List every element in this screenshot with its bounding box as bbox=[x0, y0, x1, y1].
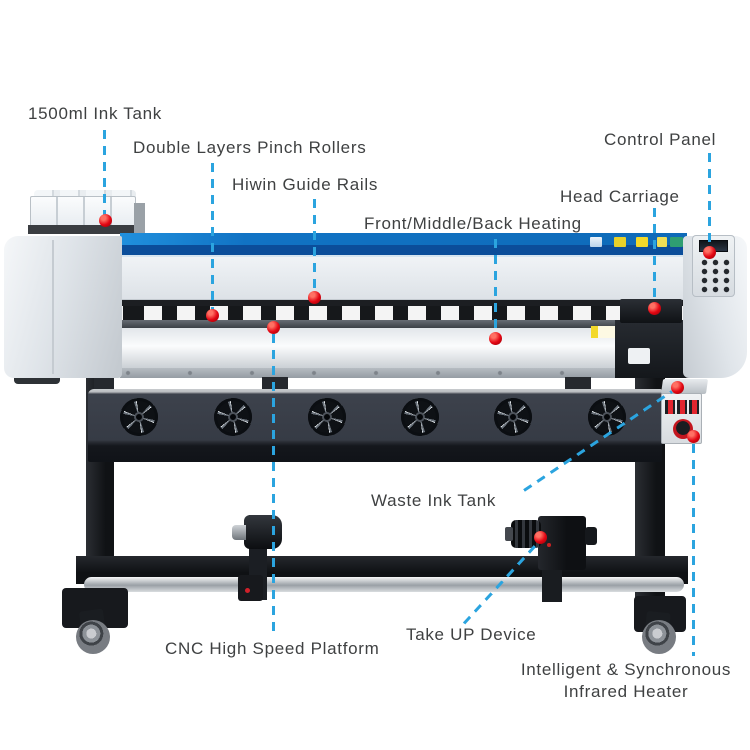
ink-tank-side-block bbox=[134, 203, 145, 233]
printer-body bbox=[120, 233, 687, 378]
roll-holder-cone bbox=[244, 515, 282, 549]
front-cover bbox=[120, 257, 687, 300]
leader-line-head-carriage bbox=[653, 208, 656, 303]
cooling-fan bbox=[120, 398, 158, 436]
leader-line-pinch-rollers bbox=[211, 163, 214, 310]
fan-hub bbox=[228, 412, 238, 422]
blue-bottom-strip bbox=[120, 245, 687, 255]
leader-line-ink-tank bbox=[103, 130, 106, 215]
warning-sticker bbox=[614, 237, 626, 247]
fan-hub bbox=[322, 412, 332, 422]
heater-switches bbox=[665, 400, 700, 414]
label-infrared-heater-line1: Intelligent & Synchronous bbox=[520, 660, 732, 679]
ink-tank-base bbox=[28, 225, 144, 234]
pinch-roller-row bbox=[120, 306, 687, 320]
control-panel bbox=[692, 235, 735, 297]
roll-holder-tip bbox=[232, 525, 246, 540]
leader-line-control-panel bbox=[708, 153, 711, 247]
strip-edge-highlight bbox=[120, 255, 687, 257]
take-up-spindle-tip bbox=[505, 527, 513, 541]
marker-dot-infrared-heater bbox=[687, 430, 700, 443]
leader-line-guide-rails bbox=[313, 199, 316, 292]
take-up-led bbox=[547, 543, 551, 547]
marker-dot-control-panel bbox=[703, 246, 716, 259]
warning-sticker bbox=[657, 237, 667, 247]
guide-rail-bar bbox=[120, 300, 687, 306]
label-ink-tank: 1500ml Ink Tank bbox=[28, 104, 162, 123]
label-guide-rails: Hiwin Guide Rails bbox=[232, 175, 379, 194]
label-waste-ink-tank: Waste Ink Tank bbox=[371, 491, 497, 510]
label-control-panel: Control Panel bbox=[604, 130, 717, 149]
blue-top-strip bbox=[120, 233, 687, 245]
sensor-bracket bbox=[628, 348, 650, 364]
panel-seam bbox=[52, 240, 54, 374]
label-infrared-heater: Intelligent & Synchronous Infrared Heate… bbox=[498, 659, 750, 703]
leader-line-heating bbox=[494, 239, 497, 333]
caster-wheel-left bbox=[76, 620, 110, 654]
take-up-knob bbox=[585, 527, 597, 545]
label-head-carriage: Head Carriage bbox=[560, 187, 680, 206]
roll-holder-led bbox=[245, 588, 250, 593]
label-infrared-heater-line2: Infrared Heater bbox=[563, 682, 689, 701]
marker-dot-pinch-rollers bbox=[206, 309, 219, 322]
fan-hub bbox=[415, 412, 425, 422]
roll-holder-clamp bbox=[238, 575, 263, 601]
marker-dot-cnc-platform bbox=[267, 321, 280, 334]
label-take-up-device: Take UP Device bbox=[406, 625, 537, 644]
cooling-fan bbox=[214, 398, 252, 436]
marker-dot-waste-ink bbox=[671, 381, 684, 394]
cooling-fan bbox=[588, 398, 626, 436]
body-foot bbox=[94, 377, 114, 390]
warning-sticker bbox=[636, 237, 648, 247]
leader-line-infrared-heater bbox=[692, 444, 695, 656]
marker-dot-head-carriage bbox=[648, 302, 661, 315]
marker-dot-heating bbox=[489, 332, 502, 345]
body-bottom-strip bbox=[120, 368, 687, 378]
control-panel-buttons bbox=[697, 257, 731, 294]
warning-sticker bbox=[590, 237, 602, 247]
body-foot bbox=[565, 377, 591, 390]
fan-hub bbox=[602, 412, 612, 422]
leader-line-cnc-platform bbox=[272, 334, 275, 634]
media-exit-cavity bbox=[615, 320, 690, 378]
left-end-cap bbox=[4, 236, 122, 378]
caster-wheel-right bbox=[642, 620, 676, 654]
warning-sticker bbox=[591, 326, 615, 338]
warning-sticker bbox=[670, 237, 683, 247]
take-up-motor bbox=[538, 516, 586, 570]
ink-tank bbox=[30, 196, 136, 227]
infrared-heater-beam bbox=[88, 389, 662, 462]
label-pinch-rollers: Double Layers Pinch Rollers bbox=[133, 138, 367, 157]
platen-rail bbox=[120, 320, 687, 328]
label-heating: Front/Middle/Back Heating bbox=[364, 214, 582, 233]
ink-tank-caps bbox=[34, 190, 136, 199]
cooling-fan bbox=[494, 398, 532, 436]
fan-hub bbox=[134, 412, 144, 422]
label-cnc-platform: CNC High Speed Platform bbox=[165, 639, 380, 658]
media-roller-bar bbox=[84, 577, 684, 592]
cooling-fan bbox=[401, 398, 439, 436]
take-up-bracket bbox=[542, 568, 562, 602]
marker-dot-take-up bbox=[534, 531, 547, 544]
cooling-fan bbox=[308, 398, 346, 436]
body-foot bbox=[262, 377, 288, 390]
marker-dot-ink-tank bbox=[99, 214, 112, 227]
fan-hub bbox=[508, 412, 518, 422]
marker-dot-guide-rails bbox=[308, 291, 321, 304]
